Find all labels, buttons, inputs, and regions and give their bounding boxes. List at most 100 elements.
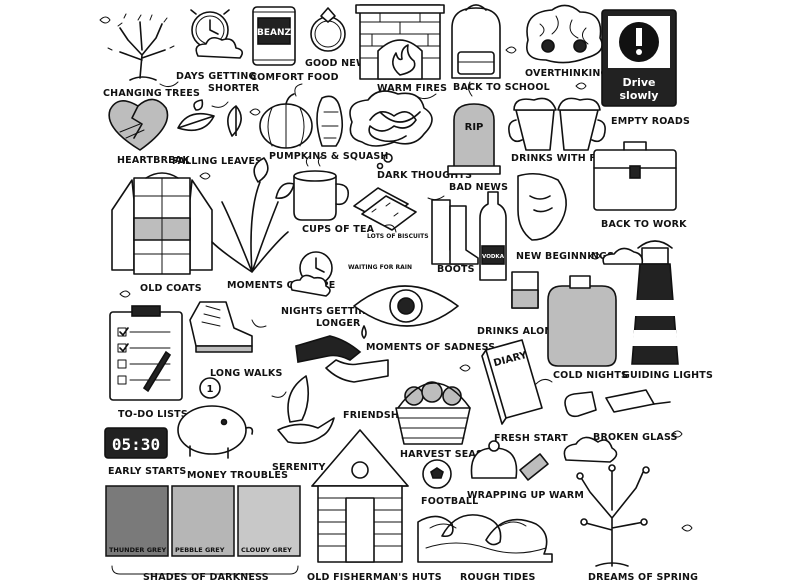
label-friendship: FRIENDSHIP: [343, 410, 410, 421]
label-dreams-of-spring: DREAMS OF SPRING: [588, 572, 698, 583]
label-drinks-alone: DRINKS ALONE: [477, 326, 559, 337]
rip-text: RIP: [465, 122, 484, 133]
vodka-text: VODKA: [482, 254, 505, 260]
label-old-fishermans-huts: OLD FISHERMAN'S HUTS: [307, 572, 442, 583]
label-old-coats: OLD COATS: [140, 283, 202, 294]
label-moments-of-sadness: MOMENTS OF SADNESS: [366, 342, 495, 353]
label-bad-news: BAD NEWS: [449, 182, 508, 193]
label-days-getting-shorter-1: DAYS GETTING: [176, 71, 257, 82]
label-fresh-start: FRESH START: [494, 433, 568, 444]
swatch-cloudy-grey: CLOUDY GREY: [237, 485, 301, 557]
puffer-coat-icon: [111, 172, 213, 275]
label-empty-roads: EMPTY ROADS: [611, 116, 690, 127]
crying-eye-icon: [353, 285, 459, 339]
dove-icon: [277, 375, 335, 444]
swatch-label: THUNDER GREY: [109, 546, 166, 554]
label-waiting-for-rain: WAITING FOR RAIN: [348, 264, 412, 271]
label-back-to-work: BACK TO WORK: [601, 219, 687, 230]
label-cold-nights: COLD NIGHTS: [553, 370, 628, 381]
bracket-shades: [111, 565, 299, 575]
decorative-leaf-icons: [99, 16, 693, 532]
drive-text: Drive: [623, 76, 656, 89]
label-serenity: SERENITY: [272, 462, 326, 473]
holding-hands-icon: [295, 335, 389, 383]
label-falling-leaves: FALLING LEAVES: [172, 156, 262, 167]
football-icon: [422, 459, 452, 489]
swatch-label: CLOUDY GREY: [241, 546, 292, 554]
label-football: FOOTBALL: [421, 496, 478, 507]
label-good-news: GOOD NEWS: [305, 58, 374, 69]
label-boots: BOOTS: [437, 264, 475, 275]
label-back-to-school: BACK TO SCHOOL: [453, 82, 550, 93]
whisky-glass-icon: [511, 271, 539, 309]
label-todo-lists: TO-DO LISTS: [118, 409, 188, 420]
label-rough-tides: ROUGH TIDES: [460, 572, 536, 583]
swatch-label: PEBBLE GREY: [175, 546, 225, 554]
hot-water-bottle-icon: [547, 275, 617, 367]
label-new-beginnings: NEW BEGINNINGS: [516, 251, 614, 262]
beans-can-icon: BEANZ: [252, 6, 296, 66]
backpack-icon: [451, 4, 501, 79]
broken-bottle-icon: [564, 389, 671, 418]
digital-clock-icon: 05:30: [104, 427, 168, 459]
label-long-walks: LONG WALKS: [210, 368, 283, 379]
brain-icon: [526, 4, 603, 64]
label-cups-of-tea: CUPS OF TEA: [302, 224, 375, 235]
clock-display: 05:30: [112, 435, 160, 454]
broken-heart-icon: [108, 98, 169, 151]
briefcase-icon: [593, 141, 677, 211]
label-dark-thoughts: DARK THOUGHTS: [377, 170, 472, 181]
swatch-pebble-grey: PEBBLE GREY: [171, 485, 235, 557]
drive-slowly-sign-icon: Drive slowly: [601, 9, 677, 107]
label-guiding-lights: GUIDING LIGHTS: [622, 370, 713, 381]
hat-and-scarf-icon: [470, 440, 549, 481]
coin-text: 1: [207, 384, 214, 395]
swatch-thunder-grey: THUNDER GREY: [105, 485, 169, 557]
changing-trees-icon: [107, 13, 175, 81]
blossom-tree-icon: [563, 436, 650, 567]
ring-icon: [310, 7, 346, 52]
slowly-text: slowly: [620, 89, 659, 102]
clipboard-checklist-icon: [109, 305, 183, 401]
label-changing-trees: CHANGING TREES: [103, 88, 200, 99]
label-shades-of-darkness: SHADES OF DARKNESS: [143, 572, 269, 583]
label-pumpkins: PUMPKINS & SQUASH: [269, 151, 389, 162]
falling-leaves-icon: [177, 99, 242, 137]
night-clock-icon: [290, 251, 333, 297]
lighthouse-icon: [602, 240, 679, 365]
hiking-boots-icon: [189, 301, 253, 353]
wellington-boots-icon: [431, 199, 479, 265]
label-days-getting-shorter-2: SHORTER: [208, 83, 260, 94]
piggy-bank-icon: 1: [177, 377, 254, 459]
waves-icon: [417, 514, 553, 563]
alarm-clock-icon: [190, 9, 244, 59]
tea-mug-icon: [293, 155, 350, 221]
harvest-basket-icon: [395, 381, 471, 445]
new-beginnings-figure-icon: [517, 172, 567, 241]
label-warm-fires: WARM FIRES: [377, 83, 447, 94]
label-overthinking: OVERTHINKING: [525, 68, 609, 79]
fireplace-icon: [355, 4, 445, 80]
diary-icon: DIARY: [481, 339, 543, 425]
label-nights-longer-2: LONGER: [316, 318, 361, 329]
label-nights-longer-1: NIGHTS GETTING: [281, 306, 374, 317]
beer-mugs-icon: [508, 97, 606, 151]
fisherman-hut-icon: [311, 429, 409, 563]
dark-thoughts-cloud-icon: [349, 90, 433, 170]
beanz-text: BEANZ: [257, 28, 292, 38]
label-heartbreak: HEARTBREAK: [117, 155, 190, 166]
gravestone-icon: RIP: [447, 103, 501, 175]
label-broken-glass: BROKEN GLASS: [593, 432, 678, 443]
pumpkin-icon: [259, 93, 344, 149]
sprouting-plant-icon: [211, 157, 295, 273]
label-wrapping-up-warm: WRAPPING UP WARM: [467, 490, 584, 501]
label-early-starts: EARLY STARTS: [108, 466, 186, 477]
label-harvest-season: HARVEST SEASON: [400, 449, 499, 460]
label-moments-of-hope: MOMENTS OF HOPE: [227, 280, 335, 291]
vodka-bottle-icon: VODKA: [479, 191, 507, 281]
label-money-troubles: MONEY TROUBLES: [187, 470, 288, 481]
label-lots-of-biscuits: LOTS OF BISCUITS: [367, 233, 429, 240]
biscuits-icon: [353, 187, 417, 231]
label-comfort-food: COMFORT FOOD: [250, 72, 339, 83]
